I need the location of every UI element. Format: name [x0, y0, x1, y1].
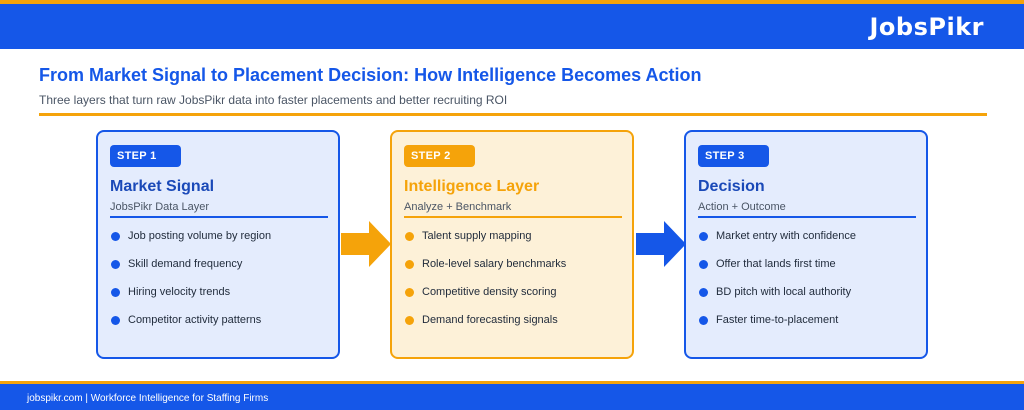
- list-item: Faster time-to-placement: [698, 313, 856, 341]
- list-item: Offer that lands first time: [698, 257, 856, 285]
- step-1-divider: [110, 216, 328, 218]
- list-item: Talent supply mapping: [404, 229, 566, 257]
- list-item: Market entry with confidence: [698, 229, 856, 257]
- arrow-right-icon: [341, 221, 391, 267]
- step-3-badge: STEP 3: [698, 145, 769, 167]
- step-2-badge: STEP 2: [404, 145, 475, 167]
- bullet-dot-icon: [405, 288, 414, 297]
- step-3-divider: [698, 216, 916, 218]
- step-3-subtitle: Action + Outcome: [698, 201, 786, 213]
- list-item-text: BD pitch with local authority: [716, 286, 852, 298]
- list-item: Demand forecasting signals: [404, 313, 566, 341]
- step-3-title: Decision: [698, 178, 765, 195]
- list-item-text: Hiring velocity trends: [128, 286, 231, 298]
- title-divider: [39, 113, 987, 116]
- list-item: Competitor activity patterns: [110, 313, 271, 341]
- list-item-text: Demand forecasting signals: [422, 314, 558, 326]
- step-1-badge: STEP 1: [110, 145, 181, 167]
- step-1-card: STEP 1 Market Signal JobsPikr Data Layer…: [96, 130, 340, 359]
- step-3-list: Market entry with confidence Offer that …: [698, 229, 856, 341]
- list-item: Skill demand frequency: [110, 257, 271, 285]
- bullet-dot-icon: [405, 232, 414, 241]
- footer-text: jobspikr.com | Workforce Intelligence fo…: [27, 393, 269, 404]
- step-1-list: Job posting volume by region Skill deman…: [110, 229, 271, 341]
- bullet-dot-icon: [699, 232, 708, 241]
- header-bar: JobsPikr: [0, 0, 1024, 49]
- step-2-card: STEP 2 Intelligence Layer Analyze + Benc…: [390, 130, 634, 359]
- list-item-text: Job posting volume by region: [128, 230, 272, 242]
- page-subtitle: Three layers that turn raw JobsPikr data…: [39, 93, 508, 107]
- page-title: From Market Signal to Placement Decision…: [39, 65, 702, 85]
- bullet-dot-icon: [111, 316, 120, 325]
- step-2-list: Talent supply mapping Role-level salary …: [404, 229, 566, 341]
- list-item-text: Skill demand frequency: [128, 258, 243, 270]
- list-item-text: Competitive density scoring: [422, 286, 557, 298]
- list-item: Role-level salary benchmarks: [404, 257, 566, 285]
- list-item-text: Role-level salary benchmarks: [422, 258, 567, 270]
- step-3-card: STEP 3 Decision Action + Outcome Market …: [684, 130, 928, 359]
- list-item-text: Competitor activity patterns: [128, 314, 262, 326]
- step-1-subtitle: JobsPikr Data Layer: [110, 201, 210, 213]
- bullet-dot-icon: [111, 288, 120, 297]
- step-2-divider: [404, 216, 622, 218]
- list-item: Competitive density scoring: [404, 285, 566, 313]
- step-2-subtitle: Analyze + Benchmark: [404, 201, 512, 213]
- step-1-title: Market Signal: [110, 178, 215, 195]
- bullet-dot-icon: [405, 260, 414, 269]
- bullet-dot-icon: [699, 316, 708, 325]
- bullet-dot-icon: [699, 260, 708, 269]
- list-item-text: Talent supply mapping: [422, 230, 532, 242]
- list-item: Hiring velocity trends: [110, 285, 271, 313]
- list-item: Job posting volume by region: [110, 229, 271, 257]
- bullet-dot-icon: [405, 316, 414, 325]
- bullet-dot-icon: [111, 232, 120, 241]
- arrow-right-icon: [636, 221, 686, 267]
- list-item: BD pitch with local authority: [698, 285, 856, 313]
- list-item-text: Market entry with confidence: [716, 230, 857, 242]
- bullet-dot-icon: [699, 288, 708, 297]
- footer-bar: jobspikr.com | Workforce Intelligence fo…: [0, 381, 1024, 410]
- bullet-dot-icon: [111, 260, 120, 269]
- list-item-text: Faster time-to-placement: [716, 314, 839, 326]
- list-item-text: Offer that lands first time: [716, 258, 836, 270]
- step-2-title: Intelligence Layer: [404, 178, 540, 195]
- jobspikr-logo: JobsPikr: [869, 13, 984, 41]
